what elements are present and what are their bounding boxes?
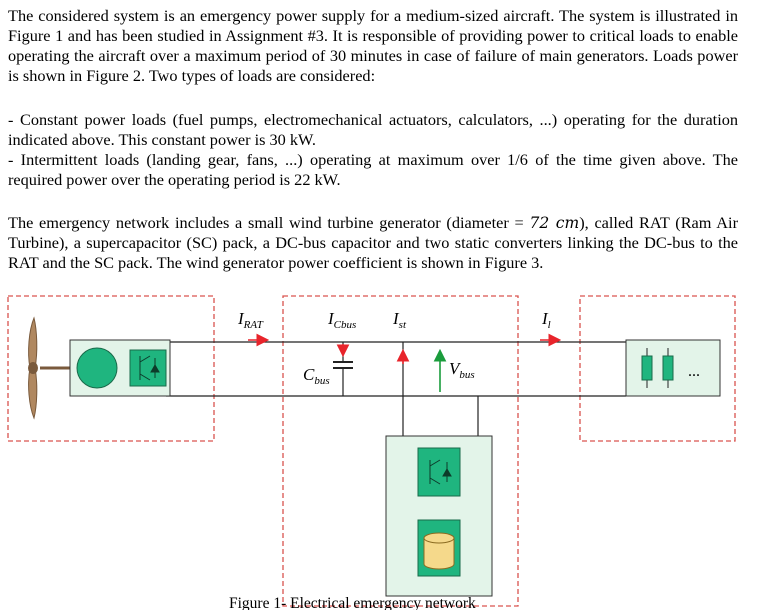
network-paragraph: The emergency network includes a small w… xyxy=(8,213,738,273)
i-l-label: Il xyxy=(541,309,551,331)
figure-caption: Figure 1- Electrical emergency network xyxy=(229,595,476,610)
network-text-start: The emergency network includes a small w… xyxy=(8,213,530,232)
figure-1-diagram: IRAT ICbus Cbus Ist Vbus xyxy=(0,288,763,612)
loads-ellipsis: ... xyxy=(688,363,700,380)
diameter-value: 72 cm xyxy=(529,214,580,232)
i-st-label: Ist xyxy=(392,309,407,331)
load-subsystem-box xyxy=(579,295,736,442)
v-bus-label: Vbus xyxy=(449,359,475,381)
supercapacitor-icon xyxy=(423,532,455,570)
intermittent-loads-bullet: - Intermittent loads (landing gear, fans… xyxy=(8,150,738,189)
intro-paragraph: The considered system is an emergency po… xyxy=(8,6,738,85)
generator-icon xyxy=(69,339,171,397)
c-bus-label: Cbus xyxy=(303,365,330,387)
i-rat-label: IRAT xyxy=(237,309,264,331)
i-cbus-label: ICbus xyxy=(327,309,356,331)
wind-turbine-icon xyxy=(28,316,72,420)
loads-list: - Constant power loads (fuel pumps, elec… xyxy=(8,110,738,190)
constant-loads-bullet: - Constant power loads (fuel pumps, elec… xyxy=(8,110,738,149)
network-text-end: ), called RAT (Ram Air Turbine), a super… xyxy=(8,213,738,272)
loads-block: ... xyxy=(625,339,721,397)
sc-converter-block xyxy=(385,435,493,597)
network-schematic: IRAT ICbus Cbus Ist Vbus xyxy=(7,295,736,612)
